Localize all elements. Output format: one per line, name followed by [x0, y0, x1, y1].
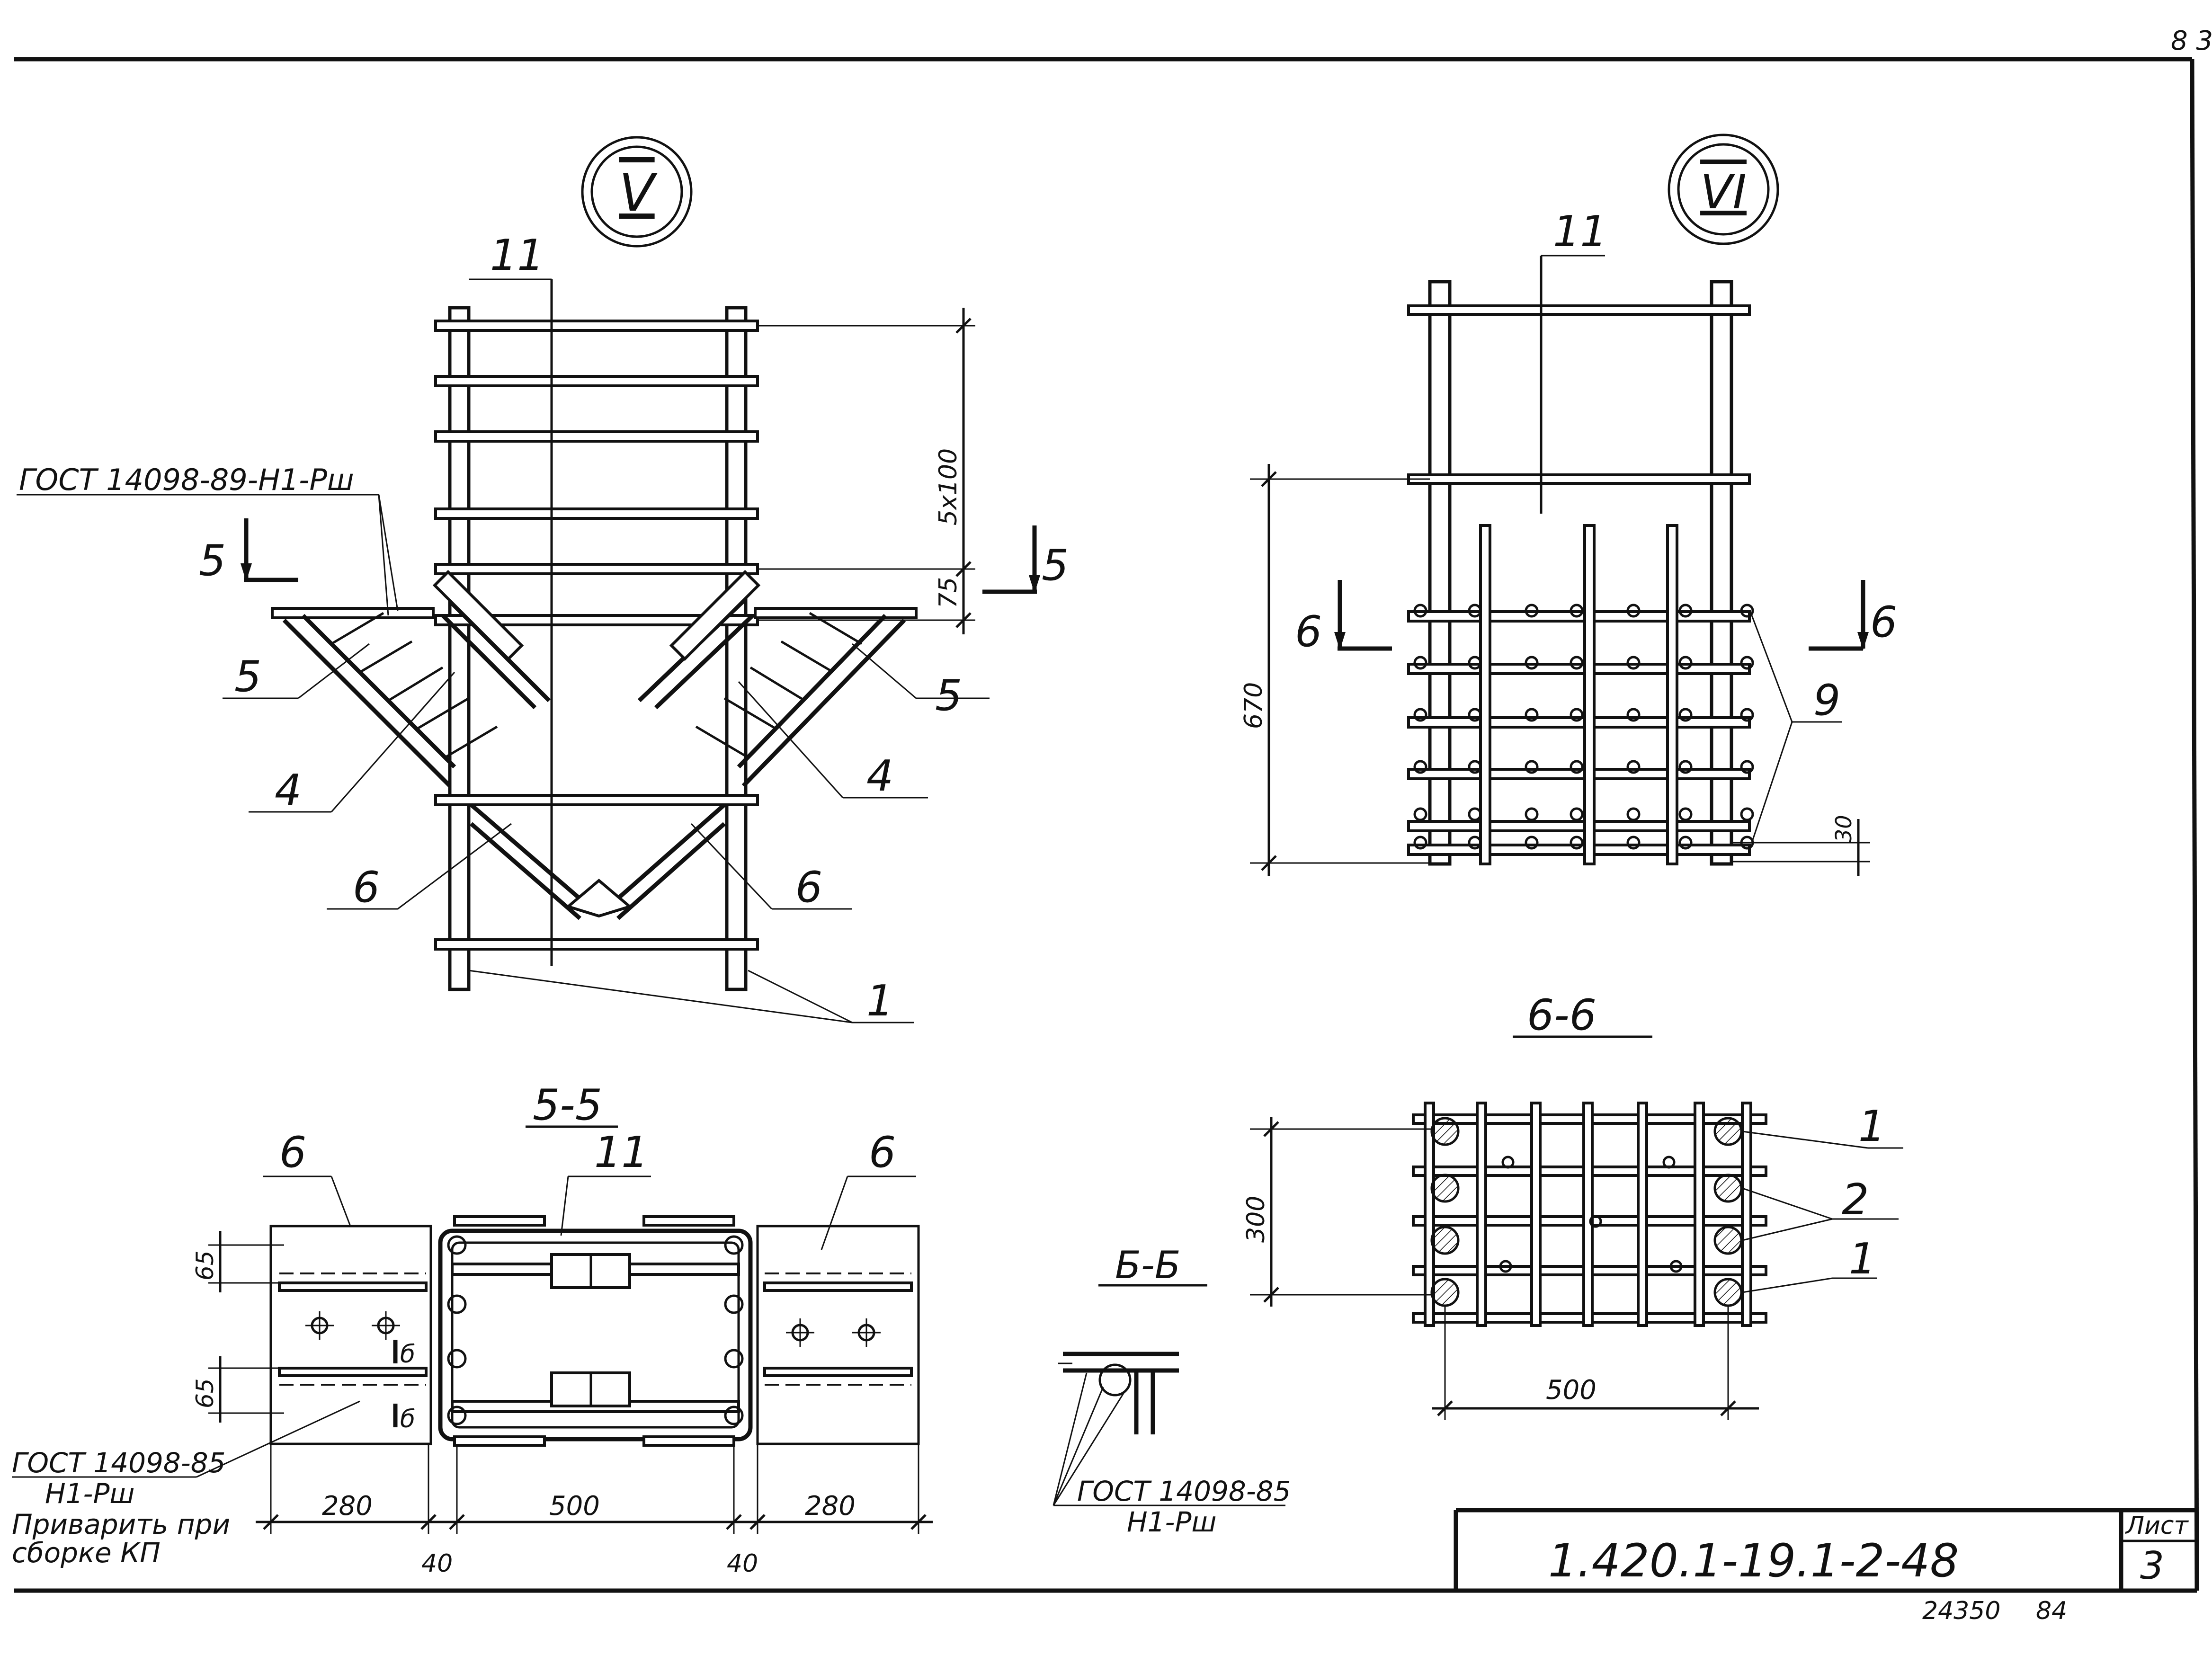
view-vi-roman: VI — [1700, 164, 1747, 220]
dim-670: 670 — [1240, 682, 1268, 729]
section-6-6-title: 6-6 — [1527, 990, 1597, 1040]
callout-4-right: 4 — [866, 751, 893, 801]
cut-5-left: 5 — [199, 536, 226, 586]
section-b-mark-2: б — [400, 1405, 415, 1433]
callout-6-55-right: 6 — [869, 1128, 896, 1177]
view-vi-marker: VI — [1668, 133, 1779, 245]
dim-280-right: 280 — [805, 1491, 856, 1522]
stirrup — [434, 563, 759, 575]
callout-4-left: 4 — [275, 765, 302, 815]
view-v-marker: V — [581, 136, 693, 248]
longitudinal-rod-right — [725, 306, 748, 991]
weld-note-bb-2: Н1-Рш — [1127, 1506, 1217, 1538]
longitudinal-rod-right — [1710, 280, 1733, 866]
bracket-left — [271, 569, 551, 788]
dim-75: 75 — [934, 577, 963, 608]
view-v-roman: V — [619, 162, 658, 223]
callout-6-55-left: 6 — [279, 1128, 306, 1177]
dim-40-right: 40 — [727, 1549, 758, 1578]
longitudinal-rod-left — [1428, 280, 1452, 866]
callout-5-left: 5 — [234, 652, 261, 702]
callout-11-v: 11 — [490, 231, 544, 280]
cut-line-6 — [1334, 580, 1869, 651]
cut-6-left: 6 — [1295, 607, 1322, 657]
stirrup — [434, 430, 759, 443]
callout-1-66-b: 1 — [1849, 1234, 1876, 1284]
weld-note-left-1: ГОСТ 14098-85 — [12, 1447, 226, 1479]
stirrup — [434, 320, 759, 332]
sheet-frame — [14, 57, 2199, 1593]
bar-ends — [1413, 604, 1754, 850]
callout-11-vi: 11 — [1553, 207, 1607, 257]
drawing-designation: 1.420.1-19.1-2-48 — [1548, 1534, 1959, 1587]
section-5-5 — [269, 1215, 920, 1447]
dim-5x100: 5х100 — [934, 448, 963, 525]
section-bb — [1052, 1352, 1285, 1506]
callout-6-right: 6 — [795, 863, 822, 912]
section-5-5-dimensions — [208, 1231, 933, 1534]
stirrup — [434, 507, 759, 520]
callout-11-55: 11 — [594, 1128, 649, 1177]
section-6-6-dimensions — [1250, 1117, 1903, 1420]
dim-65-b: 65 — [191, 1378, 219, 1408]
corner-mark: 8 3 — [2171, 26, 2212, 56]
section-6-6 — [1412, 1102, 1767, 1327]
weld-note-bb-1: ГОСТ 14098-85 — [1077, 1475, 1291, 1507]
cut-5-right: 5 — [1042, 541, 1069, 590]
callout-6-left: 6 — [353, 863, 380, 912]
dim-500-66: 500 — [1546, 1375, 1597, 1406]
cut-line-5 — [241, 518, 1040, 594]
cut-6-right: 6 — [1870, 597, 1897, 647]
section-b-mark-1: б — [400, 1340, 415, 1369]
callout-5-right: 5 — [935, 671, 962, 721]
weld-note-left-2: Н1-Рш — [45, 1477, 135, 1510]
dim-300: 300 — [1242, 1196, 1270, 1243]
view-vi-dimensions — [1250, 255, 1870, 876]
archive-number: 24350 — [1922, 1597, 2000, 1625]
dim-280-left: 280 — [322, 1491, 373, 1522]
dim-40-left: 40 — [421, 1549, 453, 1578]
dim-30: 30 — [1831, 815, 1856, 843]
stirrup — [434, 794, 759, 806]
section-5-5-title: 5-5 — [533, 1080, 602, 1130]
page-mark: 84 — [2036, 1597, 2067, 1625]
sheet-label: Лист — [2125, 1512, 2189, 1540]
callout-1-66-a: 1 — [1858, 1102, 1885, 1151]
callout-2-66: 2 — [1842, 1175, 1869, 1225]
section-bb-title: Б-Б — [1115, 1243, 1181, 1287]
weld-note-top: ГОСТ 14098-89-Н1-Рш — [19, 463, 354, 497]
weld-note-left-3: Приварить при — [12, 1508, 230, 1540]
bracket-right — [637, 569, 918, 788]
callout-9: 9 — [1813, 676, 1840, 725]
longitudinal-rod-left — [448, 306, 471, 991]
dim-500-55: 500 — [549, 1491, 600, 1522]
dim-65-a: 65 — [191, 1250, 219, 1281]
sheet-number: 3 — [2140, 1544, 2164, 1588]
stirrup — [434, 938, 759, 951]
stirrup — [434, 375, 759, 387]
view-v-leaders — [17, 278, 990, 1023]
view-v-dimensions — [758, 308, 975, 634]
view-vi-cage — [1407, 256, 1754, 866]
weld-note-left-4: сборке КП — [12, 1537, 161, 1569]
view-v-cage — [271, 279, 918, 991]
section-5-5-leaders — [12, 1175, 916, 1478]
callout-1-v: 1 — [866, 976, 893, 1026]
title-block — [1454, 1508, 2197, 1591]
